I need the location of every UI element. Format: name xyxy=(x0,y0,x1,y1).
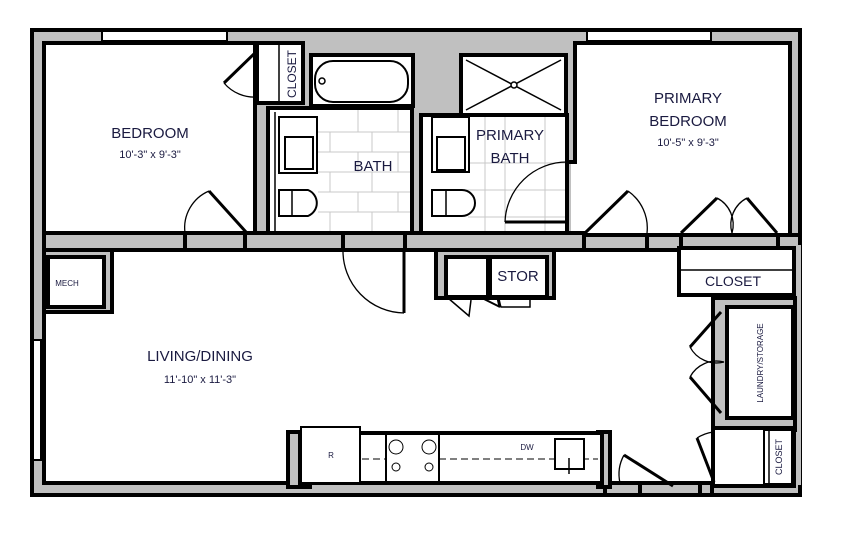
primary-closet-doors[interactable] xyxy=(679,196,779,235)
bedroom-door[interactable] xyxy=(207,189,248,234)
bath-sink xyxy=(284,136,314,170)
bedroom-closet-door[interactable] xyxy=(222,48,260,85)
laundry-label: LAUNDRY/STORAGE xyxy=(756,323,765,402)
mech-room xyxy=(46,255,106,309)
entry-closet-label: CLOSET xyxy=(774,438,784,475)
window-primary-bedroom xyxy=(586,30,712,42)
primary-bedroom-door[interactable] xyxy=(583,189,630,235)
laundry-doors[interactable] xyxy=(688,311,725,414)
bedroom-closet-label: CLOSET xyxy=(285,49,299,98)
window-bedroom xyxy=(101,30,228,42)
refrigerator xyxy=(300,426,361,484)
primary-bath-label-1: PRIMARY xyxy=(476,127,544,144)
primary-bedroom-label-2: BEDROOM xyxy=(649,113,727,130)
entry-closet-door[interactable] xyxy=(695,437,716,483)
dishwasher-label: DW xyxy=(520,443,534,452)
mech-label: MECH xyxy=(55,279,79,288)
living-dining-size: 11'-10" x 11'-3" xyxy=(164,374,236,386)
primary-closet xyxy=(677,246,796,297)
range xyxy=(385,433,440,483)
bath-toilet xyxy=(278,189,318,217)
bedroom-closet xyxy=(255,41,305,105)
refrigerator-label: R xyxy=(328,451,334,460)
primary-bedroom-label-1: PRIMARY xyxy=(654,90,722,107)
burner-icons xyxy=(388,439,437,472)
storage-closet xyxy=(488,255,549,299)
bathtub xyxy=(314,60,409,103)
window-living xyxy=(32,339,42,461)
entry-door[interactable] xyxy=(623,453,674,488)
laundry-storage xyxy=(725,305,795,420)
stor-label: STOR xyxy=(497,268,539,285)
primary-bath-label-2: BATH xyxy=(491,150,530,167)
linen-closet xyxy=(444,255,490,299)
stor-doors[interactable] xyxy=(447,295,531,318)
bath-label: BATH xyxy=(354,158,393,175)
primary-bath-sink xyxy=(436,136,466,171)
bedroom-size: 10'-3" x 9'-3" xyxy=(119,149,181,161)
primary-bath-toilet xyxy=(431,189,476,217)
bedroom-label: BEDROOM xyxy=(111,125,189,142)
primary-bedroom-size: 10'-5" x 9'-3" xyxy=(657,137,719,149)
living-dining-label: LIVING/DINING xyxy=(147,348,253,365)
primary-closet-label: CLOSET xyxy=(705,273,761,289)
shower-drain-icon xyxy=(465,59,562,111)
primary-bath-tile-floor xyxy=(433,117,565,231)
bath-tile-floor xyxy=(318,110,410,231)
